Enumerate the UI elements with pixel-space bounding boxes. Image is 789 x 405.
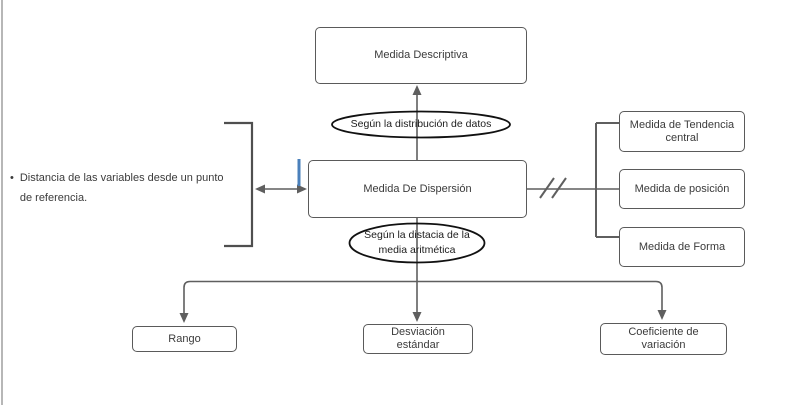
node-rango: Rango	[132, 326, 237, 352]
arrowhead-up-icon	[412, 85, 422, 95]
node-label: Desviación estándar	[391, 326, 445, 351]
arrowhead-down-left-icon	[179, 313, 189, 323]
note-bullet: •	[10, 172, 14, 184]
node-medida-tendencia-central: Medida de Tendencia central	[619, 111, 745, 152]
note-text: Distancia de las variables desde un punt…	[19, 172, 224, 204]
connector-branch-left	[183, 280, 417, 316]
arrowhead-right-icon	[297, 184, 307, 194]
label-segun-distancia: Según la distacia de la media aritmética	[364, 229, 470, 256]
ellipse-segun-distribucion	[331, 110, 511, 139]
arrowhead-left-icon	[255, 184, 265, 194]
ellipse-segun-distancia	[348, 222, 486, 264]
arrowhead-down-right-icon	[657, 310, 667, 320]
node-label: Medida de posición	[634, 182, 730, 195]
connector-branch-right	[417, 280, 663, 313]
page-edge-line	[1, 0, 3, 405]
node-medida-forma: Medida de Forma	[619, 227, 745, 267]
node-label: Medida de Tendencia central	[629, 118, 735, 144]
node-label: Medida de Forma	[638, 240, 726, 253]
node-medida-de-dispersion: Medida De Dispersión	[308, 160, 527, 218]
break-slash-2	[551, 177, 567, 199]
arrowhead-down-middle-icon	[412, 312, 422, 322]
node-label: Coeficiente de variación	[628, 326, 699, 351]
node-label: Medida Descriptiva	[374, 49, 468, 61]
node-desviacion-estandar: Desviación estándar	[363, 324, 473, 354]
note-distancia: • Distancia de las variables desde un pu…	[10, 168, 255, 208]
label-segun-distribucion: Según la distribución de datos	[350, 118, 492, 130]
node-label: Rango	[168, 332, 201, 345]
node-medida-descriptiva: Medida Descriptiva	[315, 27, 527, 84]
node-medida-posicion: Medida de posición	[619, 169, 745, 209]
note-bracket	[224, 121, 254, 248]
node-coeficiente-variacion: Coeficiente de variación	[600, 323, 727, 355]
node-label: Medida De Dispersión	[363, 182, 472, 195]
break-slash-1	[539, 177, 555, 199]
